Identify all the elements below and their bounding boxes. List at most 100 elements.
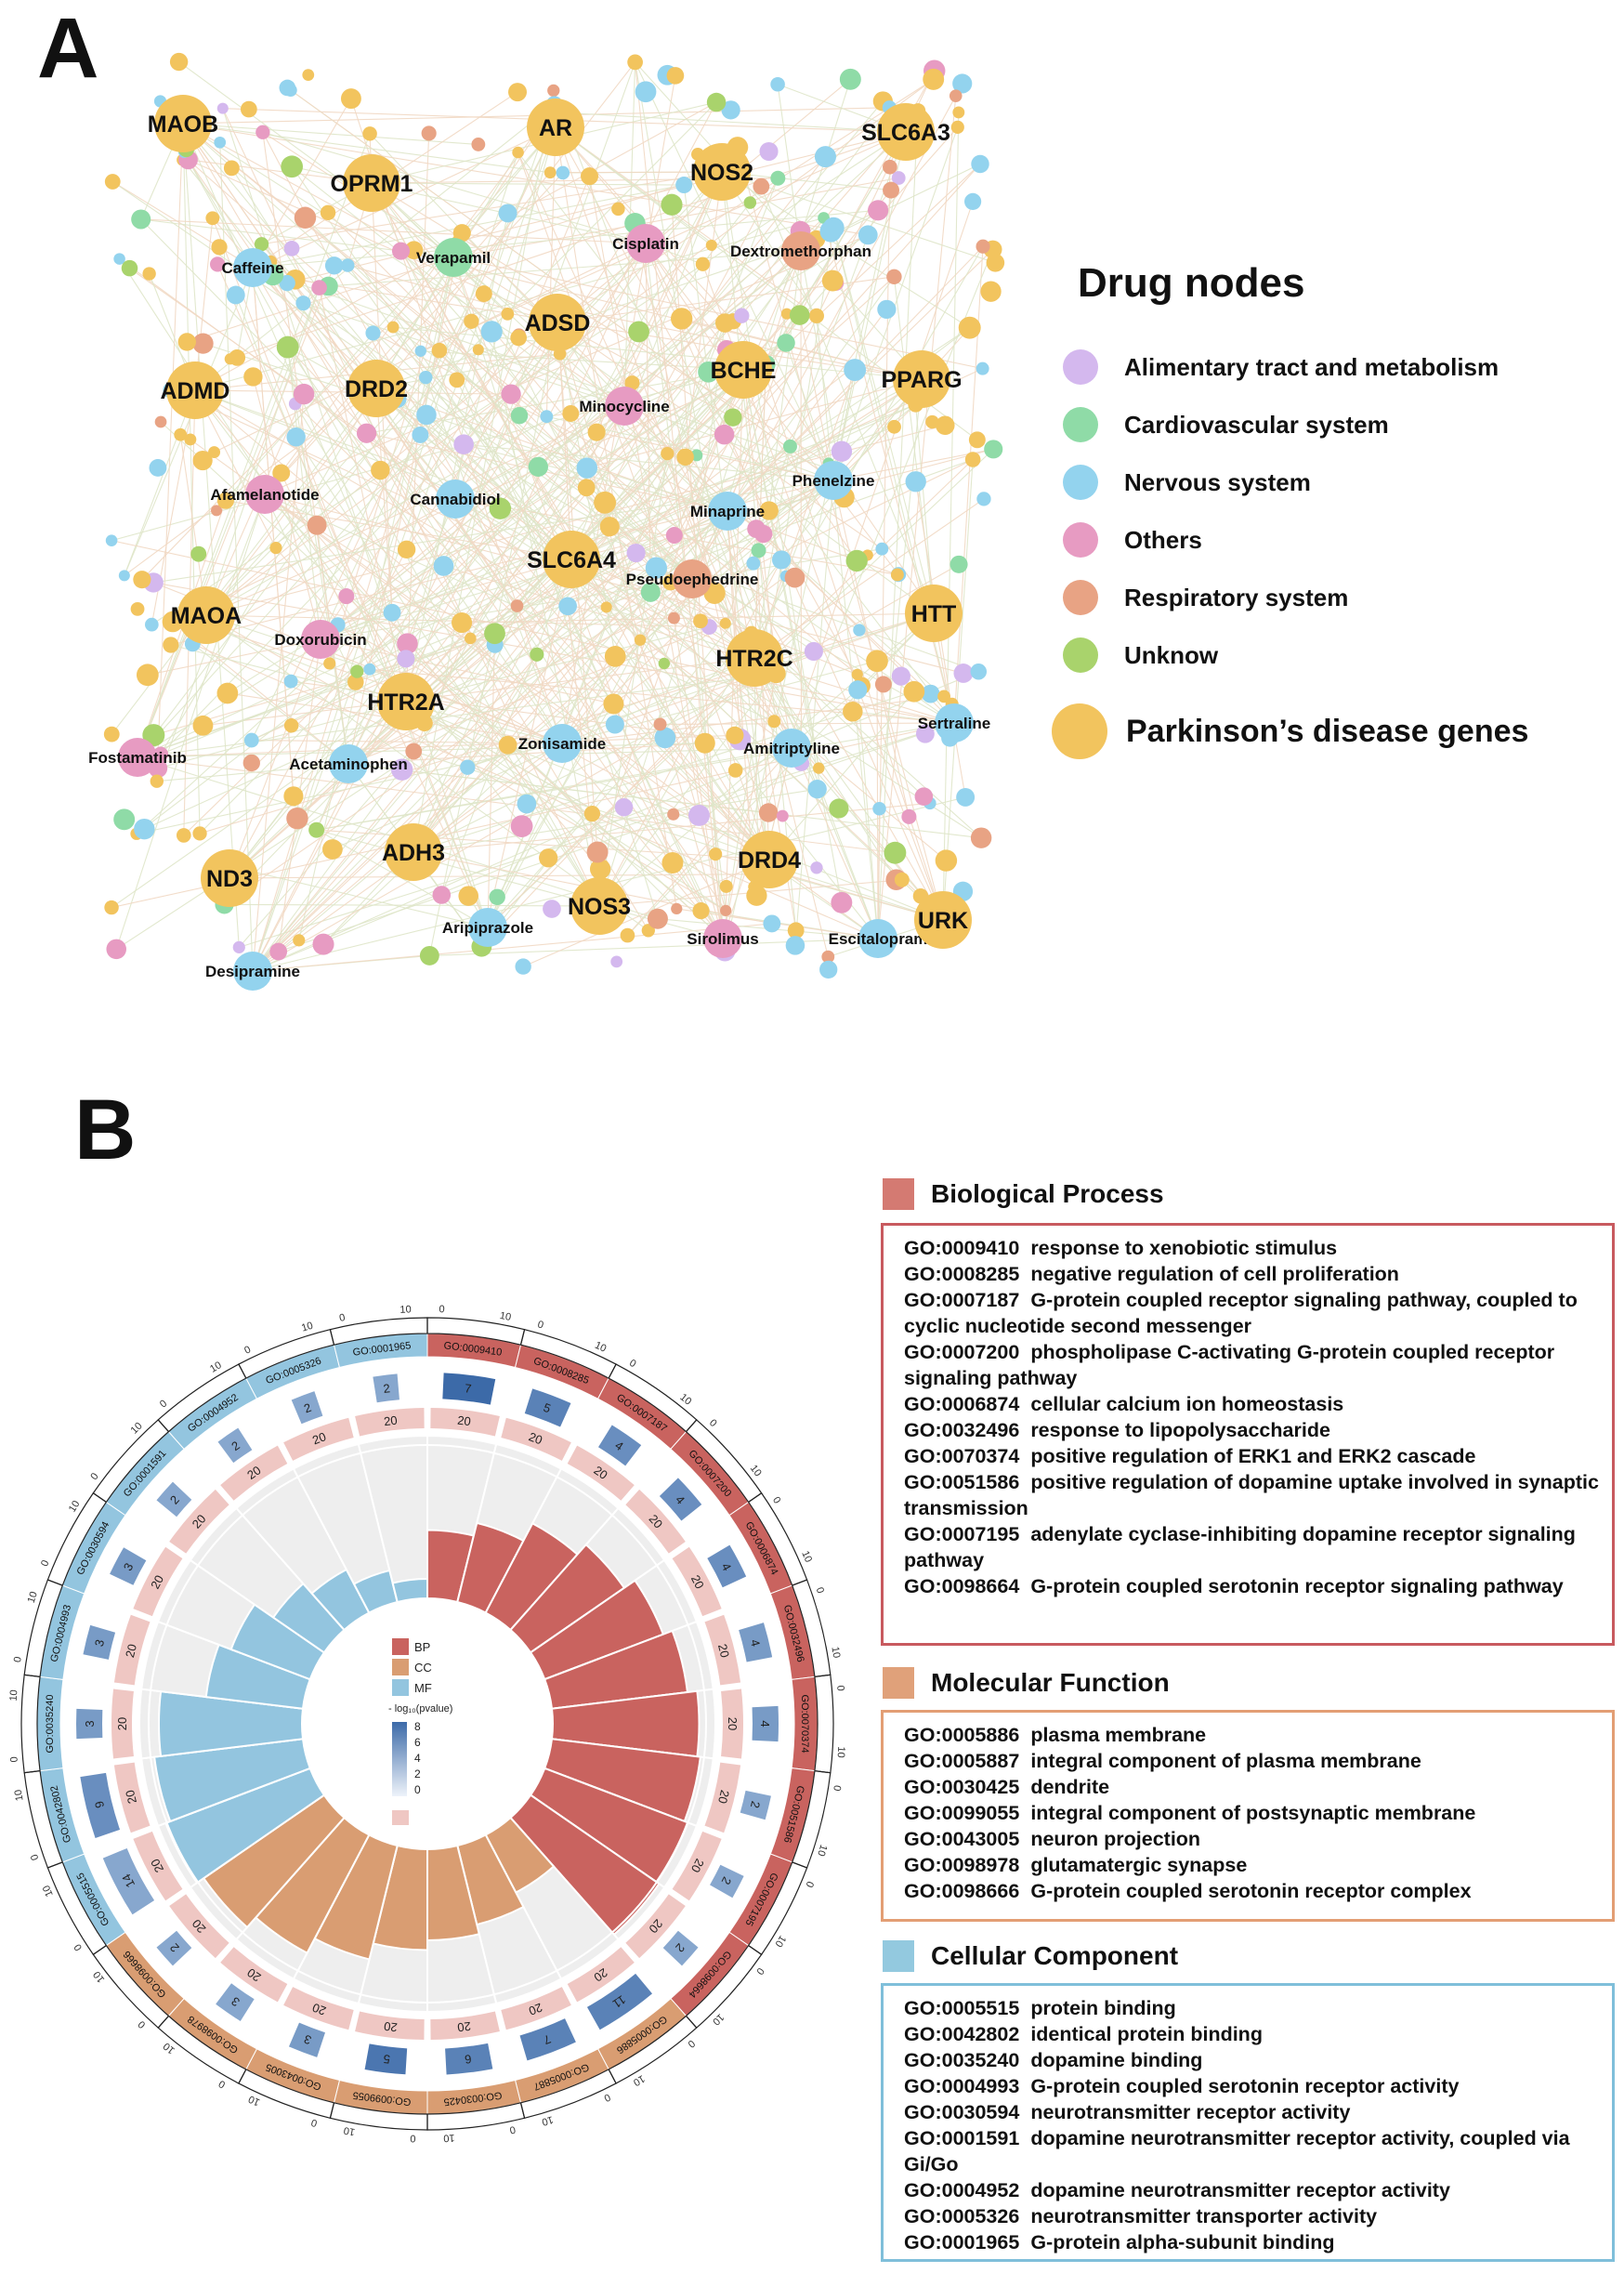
network-edge [753,657,897,880]
network-node [283,786,304,807]
network-node [547,84,560,98]
outer-tick-label: 0 [707,1417,719,1429]
network-node [976,492,991,506]
network-node [688,804,710,826]
network-edge [660,722,955,726]
network-node [105,534,118,546]
gene-node: ADSD [525,294,590,351]
go-term-id: GO:0009410 [904,1237,1020,1259]
network-node [883,181,900,199]
network-node [787,922,805,939]
network-edge [194,389,277,548]
legend-swatch [1063,349,1098,385]
network-node [810,861,823,874]
network-node [324,256,344,275]
network-node [758,803,779,822]
network-edge [235,295,489,928]
network-node [414,345,426,357]
network-node [432,886,452,904]
cc-title: Cellular Component [931,1941,1179,1970]
network-edge [252,671,979,972]
network-node [785,936,805,955]
outer-tick-label: 0 [439,1304,445,1315]
network-node [936,415,955,436]
network-edge [216,264,407,703]
network-edge [405,701,727,912]
go-term-id: GO:0042802 [904,2023,1020,2045]
gene-node-circle [529,294,586,351]
gene-node: MAOB [148,95,218,152]
network-node [149,459,167,477]
network-edge [124,389,196,576]
drug-node-circle [772,729,811,768]
network-edge [794,480,834,946]
outer-tick-label: 10 [300,1320,314,1334]
network-edge [156,123,184,782]
network-node [383,603,401,622]
gene-node: HTT [905,585,963,642]
network-edge [699,612,935,816]
network-edge [631,382,944,921]
network-edge [252,98,352,269]
network-edge [691,578,924,797]
outer-tick-label: 10 [748,1463,764,1478]
outer-tick-label: 0 [814,1586,826,1596]
total-label: 20 [688,1857,707,1875]
network-edge [188,159,558,323]
network-edge [627,747,792,936]
go-term-id: GO:0098666 [904,1880,1020,1902]
network-node [103,726,120,742]
network-edge [768,690,915,861]
network-edge [229,131,907,360]
network-node [452,612,473,634]
outer-tick-label: 10 [443,2132,455,2144]
total-label: 20 [688,1572,707,1591]
network-edge [188,159,254,269]
network-node [106,939,126,960]
legend-label: Alimentary tract and metabolism [1124,352,1500,381]
network-edge [555,126,677,909]
network-node [953,664,974,683]
drug-legend: Drug nodes Alimentary tract and metaboli… [1050,260,1607,773]
network-node [464,313,479,329]
network-edge [375,388,393,613]
network-edge [295,403,600,907]
go-term-description: G-protein coupled serotonin receptor com… [1030,1880,1472,1902]
network-node [169,52,189,72]
drug-node-label: Phenelzine [792,472,875,490]
network-node [449,372,465,388]
network-edge [461,622,724,939]
drug-node: Minaprine [690,492,765,531]
network-node [747,519,766,538]
network-node [136,664,159,687]
network-node [780,308,792,320]
legend-label: Respiratory system [1124,583,1349,611]
category-label: BP [414,1640,430,1654]
network-node [813,762,825,774]
drug-node: Amitriptyline [743,729,840,768]
network-node [174,427,188,441]
network-node [279,274,295,292]
drug-node-circle [605,387,644,426]
count-bar [524,1388,571,1427]
network-node [510,406,529,425]
network-node [544,166,557,179]
outer-tick-label: 0 [627,1358,637,1370]
go-term-description: positive regulation of dopamine uptake i… [904,1471,1599,1519]
drug-node-label: Caffeine [221,259,283,277]
network-node [845,549,868,572]
count-bar [110,1547,147,1585]
network-edge [156,763,349,782]
total-band [625,1894,686,1959]
go-term-description: protein binding [1030,1997,1176,2019]
network-edge [137,337,519,758]
gene-node-label: PPARG [881,367,962,393]
network-node [254,237,269,252]
network-node [581,167,599,186]
network-edge [357,378,923,673]
legend-item: Others [1050,511,1607,569]
